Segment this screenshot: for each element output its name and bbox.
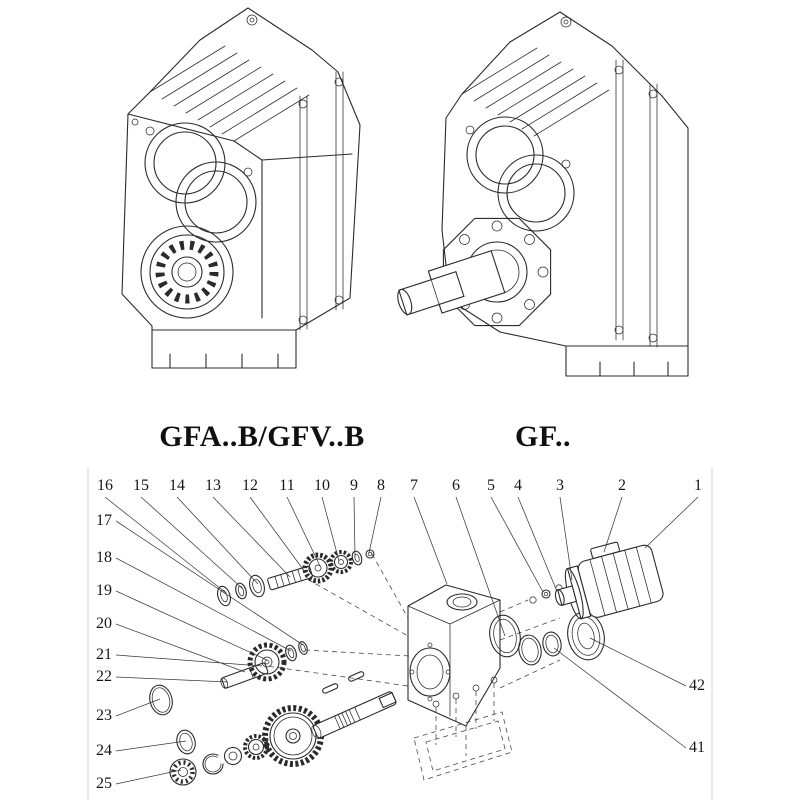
part-callout: 41 (689, 739, 705, 756)
page-edge-lines (87, 468, 713, 800)
exploded-view (104, 496, 699, 786)
gasket-plate (413, 676, 513, 781)
part-callout: 2 (618, 477, 626, 494)
leader-lines (104, 496, 699, 785)
part-callout: 17 (96, 512, 112, 529)
part-callout: 11 (279, 477, 295, 494)
input-shaft-parts (217, 549, 375, 607)
part-callout: 25 (96, 775, 112, 792)
part-callout: 22 (96, 668, 112, 685)
part-callout: 6 (452, 477, 460, 494)
model-label-gfab: GFA..B/GFV..B (159, 420, 365, 453)
part-callout: 20 (96, 615, 112, 632)
housing (407, 584, 501, 727)
part-callout: 10 (314, 477, 330, 494)
model-label-gf: GF.. (515, 420, 571, 453)
part-callout: 21 (96, 646, 112, 663)
part-callout: 15 (133, 477, 149, 494)
part-callout: 42 (689, 677, 705, 694)
output-shaft (397, 250, 506, 316)
part-callout: 13 (205, 477, 221, 494)
intermediate-shaft-parts (149, 641, 308, 716)
part-callout: 18 (96, 549, 112, 566)
part-callout: 1 (694, 477, 702, 494)
part-callout: 23 (96, 707, 112, 724)
output-shaft-parts (169, 671, 397, 786)
gearbox-drawing-gfab (121, 7, 361, 369)
part-callout: 12 (242, 477, 258, 494)
part-callout: 24 (96, 742, 112, 759)
motor-assembly (554, 541, 664, 620)
part-callout: 8 (377, 477, 385, 494)
gearbox-drawing-gf (397, 11, 689, 377)
part-callout: 16 (97, 477, 113, 494)
construction-lines (259, 553, 561, 756)
part-callout: 7 (410, 477, 418, 494)
part-callout: 5 (487, 477, 495, 494)
part-callout: 19 (96, 582, 112, 599)
part-callout: 14 (169, 477, 185, 494)
part-callout: 9 (350, 477, 358, 494)
part-callout: 4 (514, 477, 522, 494)
part-callout: 3 (556, 477, 564, 494)
